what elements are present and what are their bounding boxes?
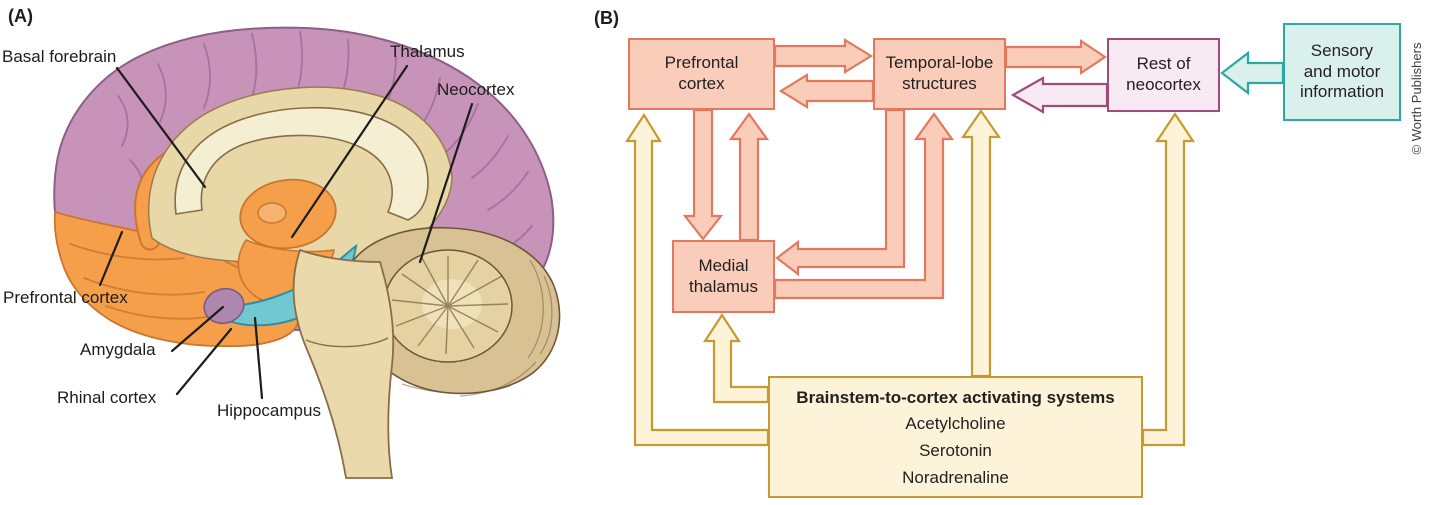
annotation-thalamus: Thalamus bbox=[390, 42, 465, 61]
arrow-temporal-to-medial-thalamus bbox=[775, 108, 906, 277]
arrow-brainstem-to-medial-thalamus bbox=[702, 312, 770, 404]
leader-prefrontal bbox=[98, 230, 124, 287]
arrow-medial-thalamus-to-temporal bbox=[773, 112, 955, 300]
orange-gyri-lines bbox=[69, 243, 263, 320]
arrow-rest-neocortex-to-temporal bbox=[1010, 76, 1109, 114]
pons-line bbox=[305, 337, 389, 348]
corpus-callosum bbox=[174, 106, 429, 221]
copyright-text: © Worth Publishers bbox=[1409, 42, 1424, 155]
flow-arrows bbox=[624, 38, 1285, 447]
annotation-prefrontal-cortex: Prefrontal cortex bbox=[3, 288, 128, 307]
box-prefrontal-cortex: Prefrontal cortex bbox=[628, 38, 775, 110]
brain-illustration bbox=[53, 26, 561, 479]
leader-basal-forebrain bbox=[115, 66, 207, 189]
arrow-prefrontal-to-temporal bbox=[773, 38, 874, 74]
brainstem-shape bbox=[292, 248, 395, 479]
leader-hippocampus bbox=[253, 316, 264, 400]
box-sensory-motor-information: Sensory and motor information bbox=[1283, 23, 1401, 121]
cerebellum bbox=[347, 226, 561, 397]
annotation-hippocampus: Hippocampus bbox=[217, 401, 321, 420]
brainstem-box-title: Brainstem-to-cortex activating systems bbox=[796, 387, 1115, 407]
arrow-prefrontal-to-medial-thalamus bbox=[682, 108, 724, 241]
leader-rhinal bbox=[175, 327, 233, 396]
box-temporal-lobe-structures: Temporal-lobe structures bbox=[873, 38, 1006, 110]
box-brainstem-activating-systems: Brainstem-to-cortex activating systems A… bbox=[768, 376, 1143, 498]
leader-amygdala bbox=[170, 305, 225, 353]
arrow-temporal-to-rest-neocortex bbox=[1004, 38, 1107, 76]
leader-neocortex bbox=[418, 102, 474, 264]
arrow-brainstem-to-rest-neocortex bbox=[1141, 112, 1196, 447]
panel-b-label: (B) bbox=[594, 8, 619, 28]
box-rest-of-neocortex: Rest of neocortex bbox=[1107, 38, 1220, 112]
brainstem-box-items: Acetylcholine Serotonin Noradrenaline bbox=[902, 413, 1009, 487]
arrow-temporal-to-prefrontal bbox=[778, 73, 875, 109]
leader-lines bbox=[98, 64, 474, 400]
arrow-brainstem-to-temporal bbox=[960, 109, 1002, 378]
box-medial-thalamus: Medial thalamus bbox=[672, 240, 775, 313]
panel-a-label: (A) bbox=[8, 6, 33, 26]
cerebellum-arbor-lines bbox=[391, 256, 509, 355]
annotation-neocortex: Neocortex bbox=[437, 80, 515, 99]
annotation-basal-forebrain: Basal forebrain bbox=[2, 47, 117, 66]
arrow-brainstem-to-prefrontal bbox=[624, 112, 770, 447]
annotation-amygdala: Amygdala bbox=[80, 340, 156, 359]
arrow-medial-thalamus-to-prefrontal bbox=[728, 112, 770, 242]
leader-thalamus bbox=[290, 64, 409, 239]
annotation-rhinal-cortex: Rhinal cortex bbox=[57, 388, 157, 407]
thalamus-region bbox=[239, 178, 337, 250]
arrow-sensory-to-rest-neocortex bbox=[1220, 50, 1285, 96]
